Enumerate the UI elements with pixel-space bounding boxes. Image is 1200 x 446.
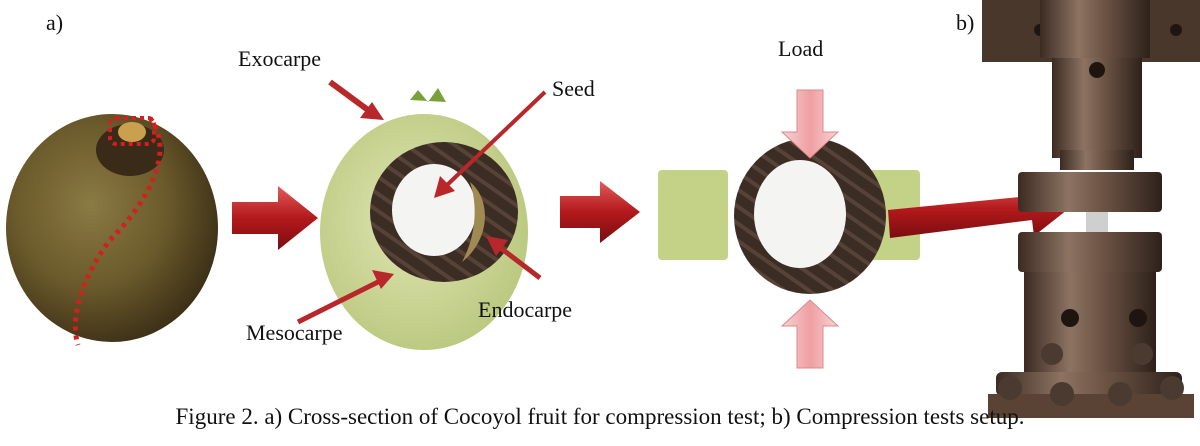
load-arrow-bottom — [782, 300, 838, 368]
process-arrow-2 — [560, 181, 640, 243]
sliced-specimen-image — [658, 138, 920, 294]
exocarpe-label: Exocarpe — [238, 46, 321, 72]
figure-caption: Figure 2. a) Cross-section of Cocoyol fr… — [0, 404, 1200, 430]
endocarpe-label: Endocarpe — [478, 297, 572, 323]
whole-fruit-image — [6, 114, 218, 345]
mesocarpe-label: Mesocarpe — [246, 320, 343, 346]
load-label: Load — [778, 36, 823, 62]
process-arrow-1 — [232, 186, 318, 250]
seed-label: Seed — [552, 76, 595, 102]
panel-b-label: b) — [956, 10, 974, 36]
panel-a-label: a) — [46, 10, 63, 36]
exocarpe-leader-arrow — [330, 82, 384, 120]
